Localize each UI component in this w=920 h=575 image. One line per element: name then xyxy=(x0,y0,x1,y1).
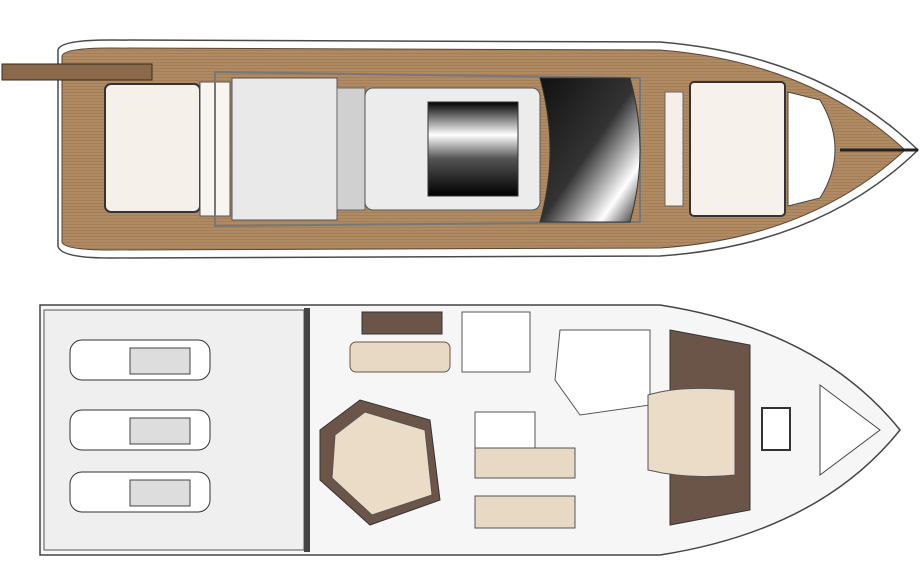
swim-platform-gangway xyxy=(1,63,153,81)
aft-sunpad xyxy=(104,83,201,213)
sunroof-glass xyxy=(427,101,519,197)
saloon-sofa-cushion xyxy=(331,411,433,516)
hardtop-vent-strip xyxy=(336,87,366,211)
windshield xyxy=(539,77,641,223)
bathroom-fwd xyxy=(554,329,651,416)
vip-bed xyxy=(647,387,736,478)
bathroom-aft xyxy=(461,311,531,373)
hardtop-frame xyxy=(214,70,641,228)
main-deck-plan xyxy=(1,39,920,259)
forepeak-hatch xyxy=(761,407,791,451)
engine-port xyxy=(69,339,211,381)
dinette-sofa xyxy=(349,341,451,373)
galley-cabinet xyxy=(361,311,443,335)
guest-bed-1 xyxy=(474,447,576,479)
staircase xyxy=(474,411,536,453)
bulkhead xyxy=(304,308,310,552)
lower-deck-plan xyxy=(39,304,901,556)
anchor-locker xyxy=(787,91,836,207)
bow-chain-locker xyxy=(819,384,881,476)
cockpit-hardtop-aft xyxy=(231,77,338,221)
guest-bed-2 xyxy=(474,495,576,529)
engine-starboard xyxy=(69,471,211,513)
engine-center xyxy=(69,409,211,451)
foredeck-hatch xyxy=(664,91,684,207)
bow-sunpad xyxy=(689,81,786,217)
